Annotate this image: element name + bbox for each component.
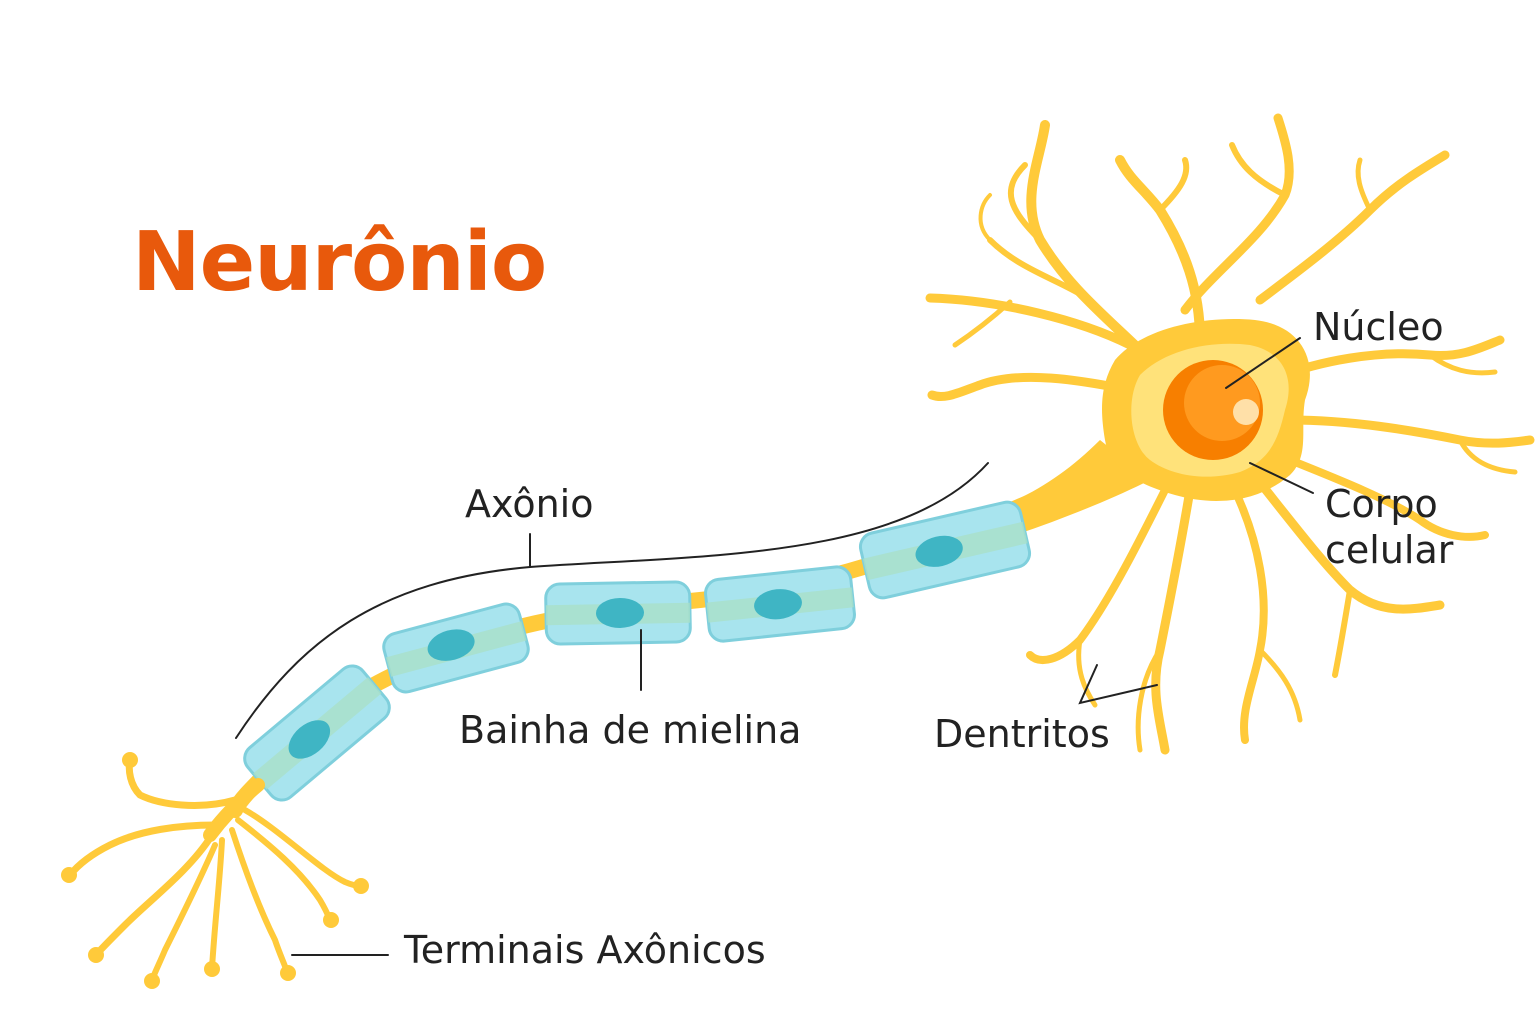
cell-body-label-line	[1249, 462, 1314, 494]
dendrites-label: Dentritos	[934, 712, 1110, 756]
dendrites-bracket-line	[1078, 664, 1158, 705]
myelin-segment	[382, 602, 530, 694]
myelin-sheath-segments	[243, 500, 1032, 802]
dendrites-branches	[925, 113, 1535, 755]
axon-bracket-line	[235, 462, 989, 739]
leader-lines	[235, 337, 1314, 956]
cell-body-label-line1: Corpo	[1325, 482, 1438, 526]
axon-terminal-branches	[66, 756, 364, 983]
axon-terminals-label: Terminais Axônicos	[404, 928, 766, 972]
nucleolus	[1233, 399, 1259, 425]
cell-body-label-line2: celular	[1325, 527, 1454, 572]
nucleus-label: Núcleo	[1313, 305, 1444, 349]
myelin-segment	[704, 565, 856, 643]
myelin-segment	[858, 500, 1032, 600]
nucleus-label-line	[1225, 337, 1301, 389]
axon-label: Axônio	[465, 482, 594, 526]
myelin-segment	[544, 580, 692, 646]
page-title: Neurônio	[132, 215, 547, 310]
myelin-sheath-label: Bainha de mielina	[459, 708, 802, 752]
axon-terminal-bulbs	[61, 752, 369, 989]
axon-hillock	[1005, 440, 1150, 535]
myelin-segment	[243, 664, 391, 802]
cell-body-label: Corpo celular	[1325, 482, 1453, 573]
